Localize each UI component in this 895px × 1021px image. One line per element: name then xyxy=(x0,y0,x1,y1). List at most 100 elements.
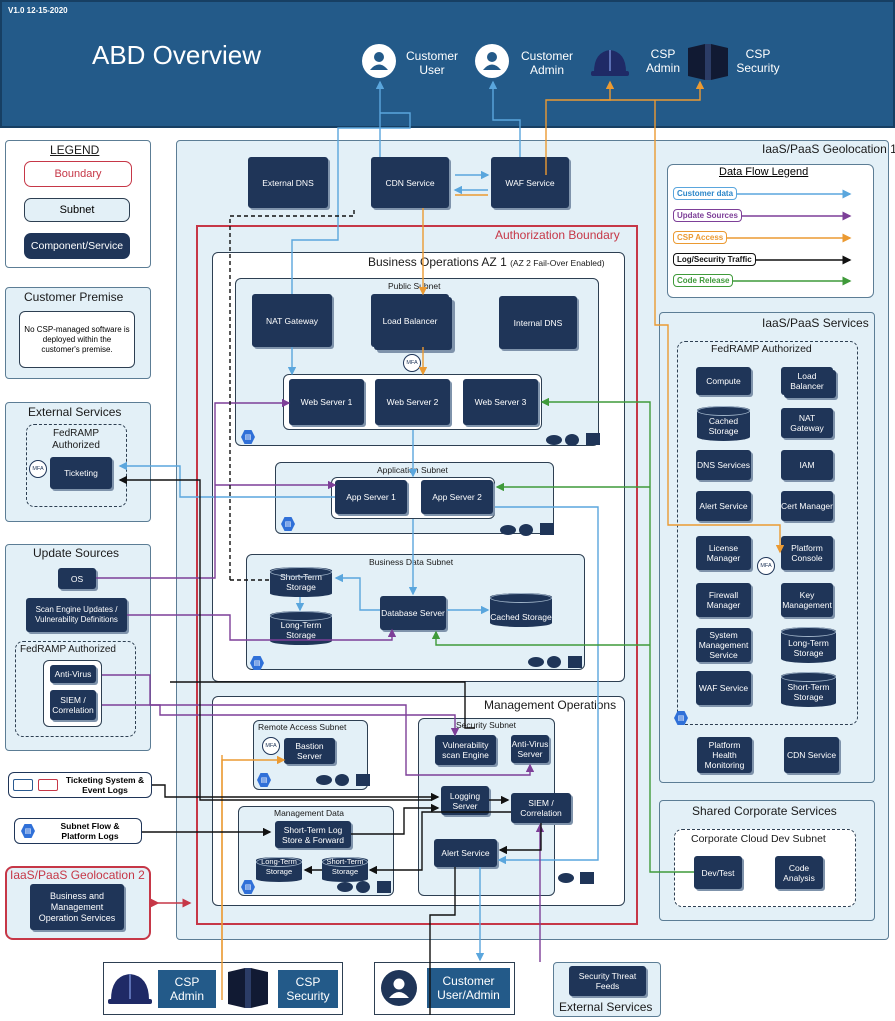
svc-platform-console: Platform Console xyxy=(781,536,833,570)
load-balancer-component: Load Balancer xyxy=(371,294,449,347)
antivirus-server: Anti-Virus Server xyxy=(511,735,549,763)
svc-iam: IAM xyxy=(781,450,833,480)
external-services-title: External Services xyxy=(28,405,122,419)
web-server-1: Web Server 1 xyxy=(289,379,364,425)
platform-health-monitoring: Platform Health Monitoring xyxy=(697,737,752,773)
os-component: OS xyxy=(58,568,96,589)
geo2-component: Business and Management Operation Servic… xyxy=(30,884,124,930)
svc-waf-service: WAF Service xyxy=(696,671,751,705)
customer-premise-note: No CSP-managed software is deployed with… xyxy=(19,311,135,368)
flow-customer-data: Customer data xyxy=(673,187,738,200)
actor-csp-security: CSP Security xyxy=(736,47,780,75)
user-icon xyxy=(362,44,396,78)
svc-firewall-manager: Firewall Manager xyxy=(696,583,751,617)
customer-premise-title: Customer Premise xyxy=(24,290,124,304)
logging-server: Logging Server xyxy=(441,786,489,815)
update-sources-title: Update Sources xyxy=(33,546,120,560)
svc-cert-manager: Cert Manager xyxy=(781,491,833,521)
legend-boundary: Boundary xyxy=(24,161,132,187)
cdn-service-component: CDN Service xyxy=(371,157,449,208)
update-fedramp-label: FedRAMP Authorized xyxy=(20,644,116,655)
event-icon xyxy=(38,779,58,791)
mfa-badge: MFA xyxy=(403,354,421,372)
vulnerability-scan-engine: Vulnerability scan Engine xyxy=(435,735,496,765)
bottom-external-services-title: External Services xyxy=(559,1000,653,1014)
scan-engine-component: Scan Engine Updates / Vulnerability Defi… xyxy=(26,598,127,632)
svc-short-term-storage: Short-Term Storage xyxy=(781,672,836,707)
web-server-2: Web Server 2 xyxy=(375,379,450,425)
app-server-1: App Server 1 xyxy=(335,480,407,514)
ticketing-logs-label: Ticketing System & Event Logs xyxy=(65,775,145,795)
legend-component: Component/Service xyxy=(24,233,130,259)
nat-gateway-component: NAT Gateway xyxy=(252,294,332,347)
subnet-flow-label: Subnet Flow & Platform Logs xyxy=(60,821,120,841)
mfa-badge: MFA xyxy=(757,557,775,575)
shield-icon xyxy=(685,42,731,82)
version-label: V1.0 12-15-2020 xyxy=(8,6,68,15)
user-icon xyxy=(475,44,509,78)
mgmt-long-term-storage: Long-Term Storage xyxy=(256,857,302,882)
security-threat-feeds: Security Threat Feeds xyxy=(569,966,646,996)
siem-correlation: SIEM / Correlation xyxy=(511,793,571,823)
header-banner xyxy=(0,0,895,128)
flow-log-security: Log/Security Traffic xyxy=(673,253,756,266)
iaas-services-title: IaaS/PaaS Services xyxy=(762,316,869,330)
svc-cached-storage: Cached Storage xyxy=(697,406,750,441)
flow-code-release: Code Release xyxy=(673,274,734,287)
management-data-title: Management Data xyxy=(274,808,344,818)
short-term-log-store: Short-Term Log Store & Forward xyxy=(275,821,351,848)
business-ops-title: Business Operations AZ 1 (AZ 2 Fail-Over… xyxy=(368,255,605,269)
bottom-customer: Customer User/Admin xyxy=(427,968,510,1008)
subnet-flow-legend xyxy=(14,818,142,844)
hard-hat-icon xyxy=(590,44,630,80)
waf-service-component: WAF Service xyxy=(491,157,569,208)
services-fedramp-area xyxy=(677,341,858,725)
siem-update-component: SIEM / Correlation xyxy=(50,690,96,720)
shared-corporate-title: Shared Corporate Services xyxy=(692,804,837,818)
flow-update-sources: Update Sources xyxy=(673,209,742,222)
svc-system-management: System Management Service xyxy=(696,628,751,662)
external-dns-component: External DNS xyxy=(248,157,328,208)
services-fedramp-label: FedRAMP Authorized xyxy=(711,343,812,355)
geo2-title: IaaS/PaaS Geolocation 2 xyxy=(10,868,145,882)
bottom-csp-security: CSP Security xyxy=(278,970,338,1008)
ticketing-component: Ticketing xyxy=(50,457,112,489)
mfa-badge: MFA xyxy=(29,460,47,478)
code-analysis-component: Code Analysis xyxy=(775,856,823,889)
dev-test-component: Dev/Test xyxy=(694,856,742,889)
hard-hat-icon xyxy=(107,968,153,1008)
remote-access-subnet-title: Remote Access Subnet xyxy=(258,722,347,732)
flow-csp-access: CSP Access xyxy=(673,231,728,244)
internal-dns-component: Internal DNS xyxy=(499,296,577,349)
business-ops-title-text: Business Operations AZ 1 xyxy=(368,255,507,269)
shield-icon xyxy=(225,966,271,1010)
log-icon xyxy=(13,779,33,791)
external-fedramp-label: FedRAMP Authorized xyxy=(52,428,100,451)
flow-log-icon: ▤ xyxy=(21,824,35,838)
mfa-badge: MFA xyxy=(262,737,280,755)
svc-load-balancer: Load Balancer xyxy=(781,367,833,395)
long-term-storage: Long-Term Storage xyxy=(270,611,332,645)
alert-service: Alert Service xyxy=(434,839,497,867)
mgmt-short-term-storage: Short-Term Storage xyxy=(322,857,368,882)
svc-key-management: Key Management xyxy=(781,583,833,617)
user-icon xyxy=(381,970,417,1006)
management-ops-title: Management Operations xyxy=(484,698,617,712)
actor-customer-user: Customer User xyxy=(405,49,458,77)
svc-license-manager: License Manager xyxy=(696,536,751,570)
bastion-server: Bastion Server xyxy=(284,738,335,764)
data-flow-legend-title: Data Flow Legend xyxy=(719,166,809,178)
legend-subnet: Subnet xyxy=(24,198,130,222)
svc-cdn-service: CDN Service xyxy=(784,737,839,773)
svc-compute: Compute xyxy=(696,367,751,395)
database-server: Database Server xyxy=(380,596,446,630)
cached-storage: Cached Storage xyxy=(490,593,552,627)
authorization-boundary-title: Authorization Boundary xyxy=(495,228,620,242)
svc-dns-services: DNS Services xyxy=(696,450,751,480)
svc-long-term-storage: Long-Term Storage xyxy=(781,627,836,663)
svc-nat-gateway: NAT Gateway xyxy=(781,408,833,438)
page-title: ABD Overview xyxy=(92,40,262,70)
web-server-3: Web Server 3 xyxy=(463,379,538,425)
application-subnet-title: Application Subnet xyxy=(377,465,448,475)
actor-customer-admin: Customer Admin xyxy=(520,49,573,77)
